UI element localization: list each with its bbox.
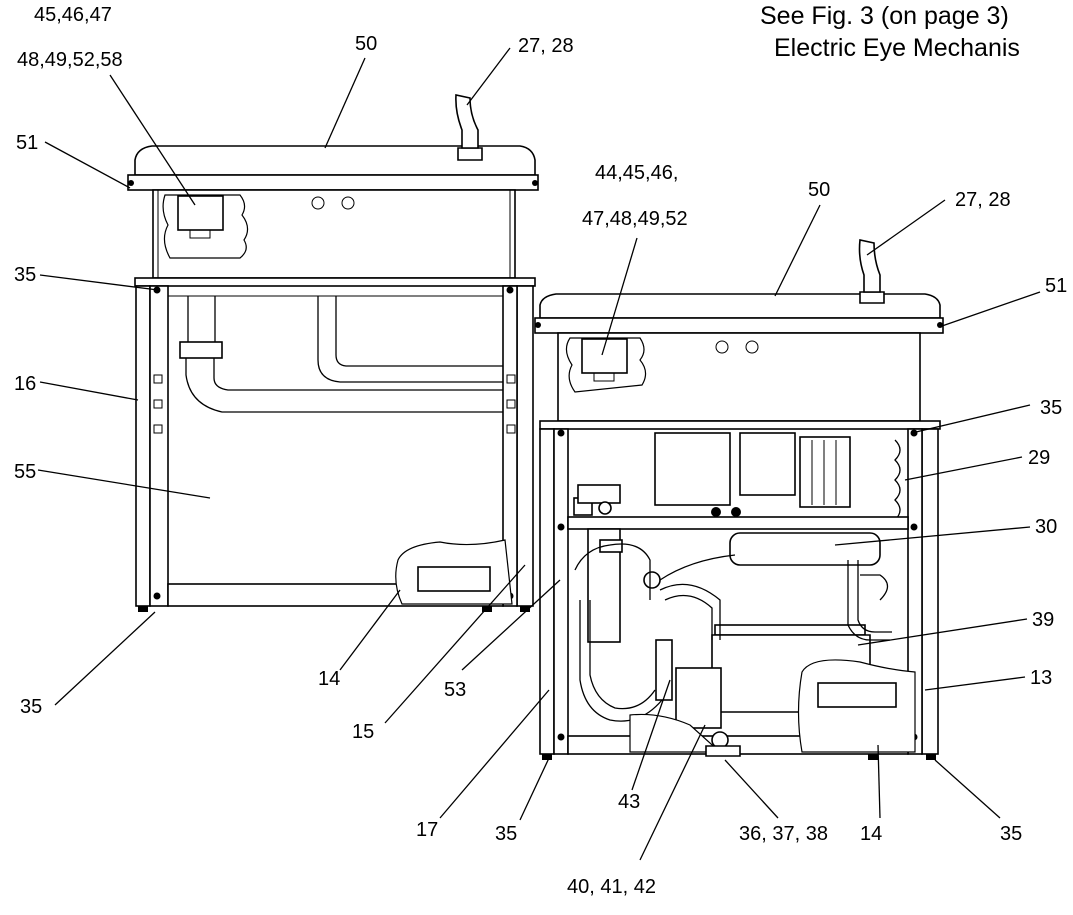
label-top-panel: 50 <box>355 33 377 55</box>
label-bubbler: 27, 28 <box>518 35 574 57</box>
label-top-panel: 50 <box>808 179 830 201</box>
label-tube: 43 <box>618 791 640 813</box>
reference-line-2: Electric Eye Mechanis <box>774 34 1020 62</box>
label-compressor: 40, 41, 42 <box>567 876 656 898</box>
label-screw-top: 35 <box>14 264 36 286</box>
label-side-trim: 51 <box>1045 275 1067 297</box>
label-side-trim: 51 <box>16 132 38 154</box>
right-cooler-unit <box>534 239 944 760</box>
left-unit-part-labels: 45,46,47 48,49,52,58 50 27, 28 51 35 16 … <box>14 4 574 743</box>
label-drain-pipe: 55 <box>14 461 36 483</box>
label-top-a: 45,46,47 <box>34 4 112 26</box>
label-screw-bottom-left: 35 <box>495 823 517 845</box>
label-bubbler: 27, 28 <box>955 189 1011 211</box>
label-feet: 36, 37, 38 <box>739 823 828 845</box>
label-screw-bottom: 35 <box>20 696 42 718</box>
leader-lines <box>37 47 1041 861</box>
label-screw-top: 35 <box>1040 397 1062 419</box>
left-cooler-unit <box>127 94 539 612</box>
label-side-left: 17 <box>416 819 438 841</box>
right-unit-part-labels: 44,45,46, 47,48,49,52 50 27, 28 51 35 29… <box>416 162 1067 898</box>
label-bracket: 53 <box>444 679 466 701</box>
label-base: 14 <box>318 668 340 690</box>
label-side-panel: 13 <box>1030 667 1052 689</box>
reference-line-1: See Fig. 3 (on page 3) <box>760 2 1009 30</box>
label-drier: 39 <box>1032 609 1054 631</box>
label-top-a: 44,45,46, <box>595 162 678 184</box>
reference-note: See Fig. 3 (on page 3) Electric Eye Mech… <box>760 2 1020 62</box>
label-frame: 15 <box>352 721 374 743</box>
label-condenser: 29 <box>1028 447 1050 469</box>
label-screw-bottom-right: 35 <box>1000 823 1022 845</box>
label-evaporator: 30 <box>1035 516 1057 538</box>
label-side-panel: 16 <box>14 373 36 395</box>
label-base: 14 <box>860 823 882 845</box>
label-top-b: 48,49,52,58 <box>17 49 123 71</box>
label-top-b: 47,48,49,52 <box>582 208 688 230</box>
